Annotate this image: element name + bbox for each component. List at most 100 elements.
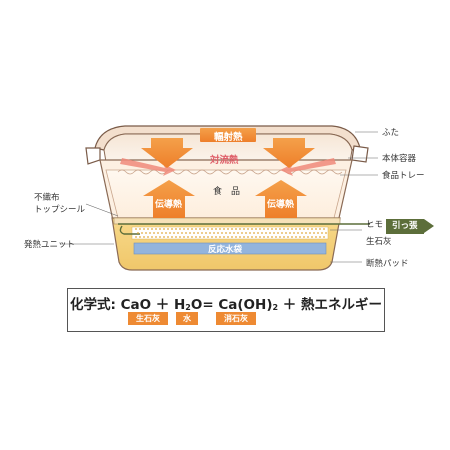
quicklime-dot [279, 228, 281, 230]
quicklime-dot [135, 228, 137, 230]
quicklime-dot [203, 236, 205, 238]
quicklime-dot [303, 236, 305, 238]
quicklime-dot [313, 232, 315, 234]
quicklime-dot [309, 232, 311, 234]
quicklime-dot [171, 228, 173, 230]
quicklime-dot [281, 232, 283, 234]
quicklime-dot [325, 232, 327, 234]
pull-tag[interactable]: 引っ張る [386, 219, 434, 246]
quicklime-dot [295, 236, 297, 238]
quicklime-dot [151, 236, 153, 238]
quicklime-dot [175, 236, 177, 238]
quicklime-dot [287, 228, 289, 230]
quicklime-dot [303, 228, 305, 230]
quicklime-dot [161, 232, 163, 234]
quicklime-dot [153, 232, 155, 234]
quicklime-dot [155, 228, 157, 230]
formula-prefix: 化学式: CaO ＋ H [70, 297, 186, 313]
quicklime-dot [245, 232, 247, 234]
quicklime-dot [223, 236, 225, 238]
quicklime-dot [147, 228, 149, 230]
quicklime-dot [317, 232, 319, 234]
tag-water: 水 [176, 312, 198, 325]
formula-oh-subscript: 2 [272, 303, 279, 312]
quicklime-dot [145, 232, 147, 234]
quicklime-dot [173, 232, 175, 234]
quicklime-dot [151, 228, 153, 230]
quicklime-dot [231, 236, 233, 238]
quicklime-dot [175, 228, 177, 230]
container-callout: 本体容器 [382, 154, 417, 164]
quicklime-dot [221, 232, 223, 234]
formula-suffix: ＋ 熱エネルギー [278, 297, 382, 313]
quicklime-dot [135, 236, 137, 238]
quicklime-dot [231, 228, 233, 230]
quicklime-dot [211, 236, 213, 238]
quicklime-dot [195, 228, 197, 230]
quicklime-dot [251, 228, 253, 230]
quicklime-dot [197, 232, 199, 234]
conduction-arrows [143, 180, 307, 218]
quicklime-dot [159, 228, 161, 230]
quicklime-dot [141, 232, 143, 234]
tag-slaked-lime: 消石灰 [216, 312, 256, 325]
formula-h2o-subscript: 2 [185, 303, 191, 312]
quicklime-dot [315, 236, 317, 238]
quicklime-dot [215, 228, 217, 230]
quicklime-dot [185, 232, 187, 234]
quicklime-dot [163, 236, 165, 238]
quicklime-dot [291, 236, 293, 238]
quicklime-dot [241, 232, 243, 234]
quicklime-dot [287, 236, 289, 238]
conduction-heat-label-right: 伝導熱 [267, 200, 295, 210]
quicklime-dot [223, 228, 225, 230]
quicklime-dot [259, 228, 261, 230]
quicklime-dot [321, 232, 323, 234]
quicklime-dot [295, 228, 297, 230]
quicklime-dot [167, 236, 169, 238]
quicklime-dot [247, 236, 249, 238]
quicklime-dot [293, 232, 295, 234]
quicklime-dot [183, 228, 185, 230]
quicklime-dot [243, 228, 245, 230]
convection-arrows [120, 158, 336, 176]
quicklime-dot [249, 232, 251, 234]
quicklime-dot [319, 228, 321, 230]
quicklime-dot [191, 236, 193, 238]
quicklime-dot [319, 236, 321, 238]
quicklime-dot [149, 232, 151, 234]
quicklime-dot [239, 236, 241, 238]
quicklime-dot [285, 232, 287, 234]
quicklime-dot [147, 236, 149, 238]
lid-callout: ふた [382, 128, 400, 138]
quicklime-dot [155, 236, 157, 238]
quicklime-dot [311, 236, 313, 238]
heating-unit-callout: 発熱ユニット [24, 240, 76, 250]
quicklime-dot [207, 236, 209, 238]
formula-box: 化学式: CaO ＋ H2O= Ca(OH)2 ＋ 熱エネルギー [67, 288, 385, 332]
quicklime-dot [323, 236, 325, 238]
quicklime-dot [163, 228, 165, 230]
radiant-heat-label: 輻射熱 [214, 132, 243, 143]
quicklime-dot [255, 236, 257, 238]
quicklime-dot [201, 232, 203, 234]
reaction-bag-label: 反応水袋 [208, 245, 243, 255]
quicklime-dot [217, 232, 219, 234]
quicklime-dot [265, 232, 267, 234]
quicklime-dot [143, 228, 145, 230]
quicklime-dot [227, 236, 229, 238]
quicklime-dot [289, 232, 291, 234]
quicklime-dot [251, 236, 253, 238]
quicklime-dot [261, 232, 263, 234]
quicklime-dot [233, 232, 235, 234]
quicklime-dot [179, 228, 181, 230]
quicklime-dot [165, 232, 167, 234]
quicklime-dot [193, 232, 195, 234]
quicklime-dot [207, 228, 209, 230]
quicklime-dot [277, 232, 279, 234]
quicklime-dot [275, 236, 277, 238]
quicklime-dot [299, 236, 301, 238]
reaction-bag [133, 242, 327, 255]
